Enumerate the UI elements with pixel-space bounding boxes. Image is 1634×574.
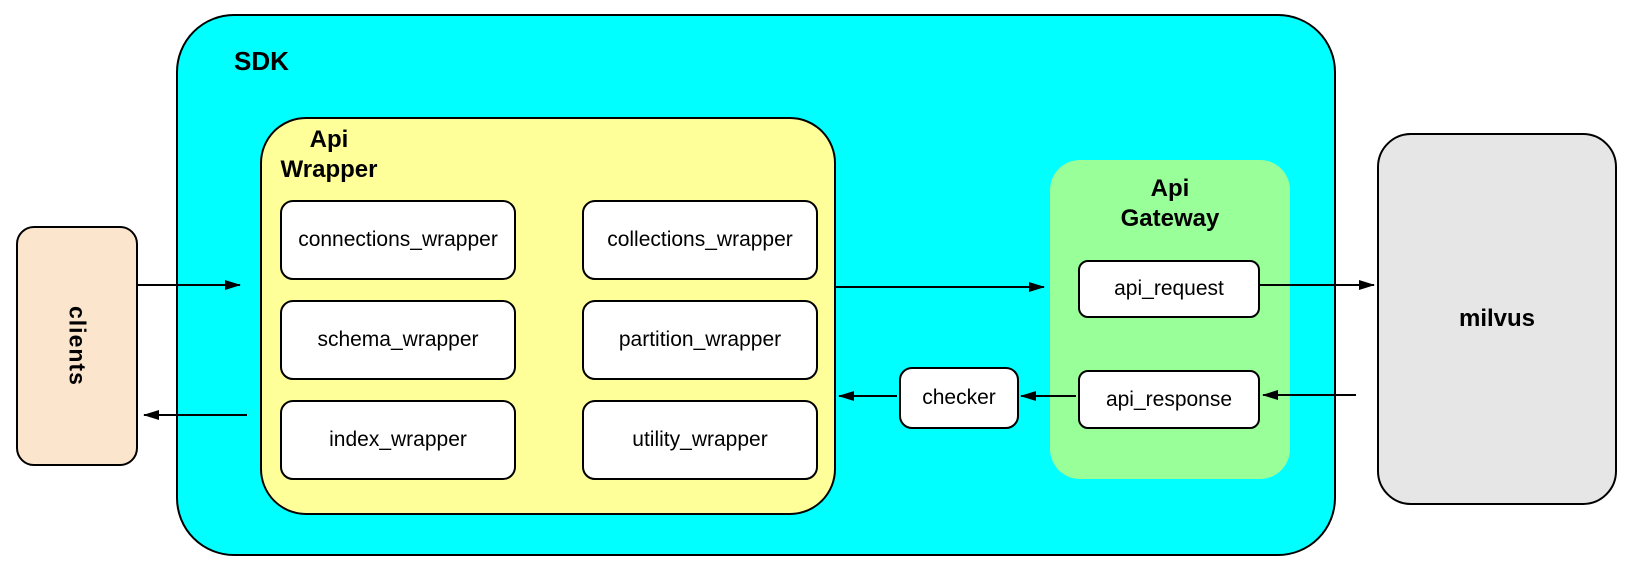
clients-box: clients: [16, 226, 138, 466]
milvus-box: milvus: [1377, 133, 1617, 505]
connections-wrapper-node: connections_wrapper: [280, 200, 516, 280]
api-gateway-label-line2: Gateway: [1120, 205, 1220, 232]
wrapper-grid: connections_wrapper collections_wrapper …: [280, 200, 818, 480]
api-wrapper-label-line2: Wrapper: [280, 156, 378, 183]
collections-wrapper-node: collections_wrapper: [582, 200, 818, 280]
api-wrapper-label-line1: Api: [309, 126, 349, 153]
api-request-node: api_request: [1078, 260, 1260, 318]
schema-wrapper-node: schema_wrapper: [280, 300, 516, 380]
milvus-label: milvus: [1458, 305, 1536, 332]
api-gateway-box: Api Gateway api_request api_response: [1050, 160, 1290, 479]
index-wrapper-node: index_wrapper: [280, 400, 516, 480]
sdk-label: SDK: [234, 46, 289, 76]
api-response-node: api_response: [1078, 370, 1260, 429]
sdk-box: SDK Api Wrapper connections_wrapper coll…: [176, 14, 1336, 556]
checker-node: checker: [899, 367, 1019, 429]
api-wrapper-box: Api Wrapper connections_wrapper collecti…: [260, 117, 836, 515]
api-gateway-label-line1: Api: [1150, 175, 1190, 202]
api-wrapper-label: Api Wrapper: [270, 125, 388, 185]
api-gateway-label: Api Gateway: [1050, 174, 1290, 234]
utility-wrapper-node: utility_wrapper: [582, 400, 818, 480]
clients-label: clients: [64, 306, 91, 386]
partition-wrapper-node: partition_wrapper: [582, 300, 818, 380]
